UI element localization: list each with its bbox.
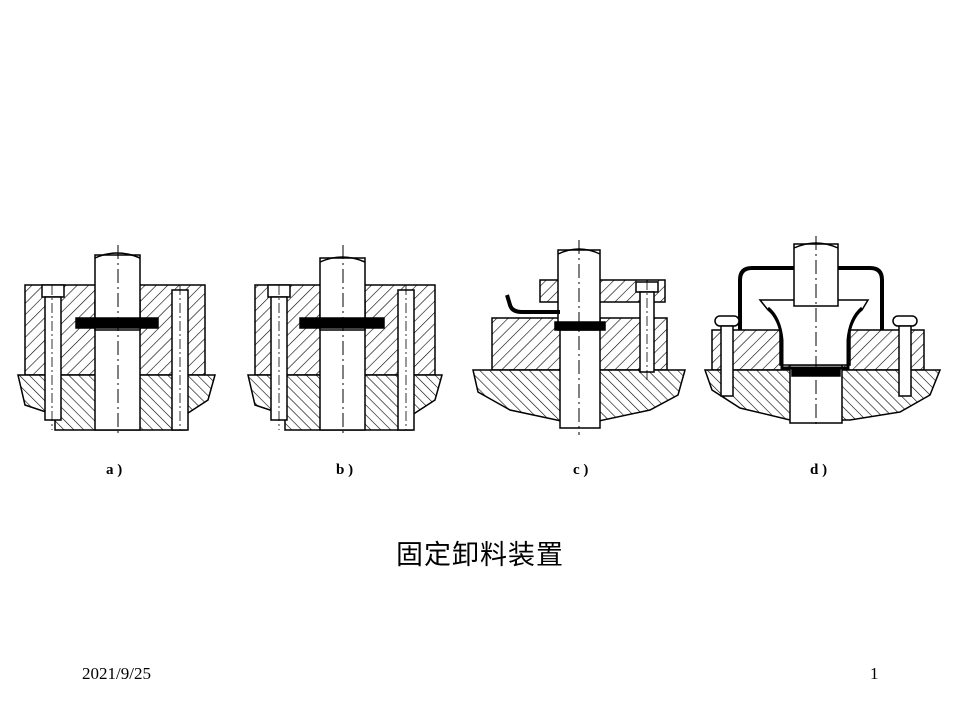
figure-a-caption: a ) xyxy=(106,462,123,478)
figure-a-drawing xyxy=(17,245,216,435)
figure-c-caption: c ) xyxy=(573,462,589,478)
figure-d-drawing xyxy=(703,236,942,428)
page-number: 1 xyxy=(870,664,879,683)
figure-d-caption: d ) xyxy=(810,462,828,478)
figure-c-drawing xyxy=(472,240,686,435)
figure-b-drawing xyxy=(247,245,443,435)
footer-date: 2021/9/25 xyxy=(82,664,151,683)
slide-title: 固定卸料装置 xyxy=(396,540,564,571)
figure-b-caption: b ) xyxy=(336,462,354,478)
